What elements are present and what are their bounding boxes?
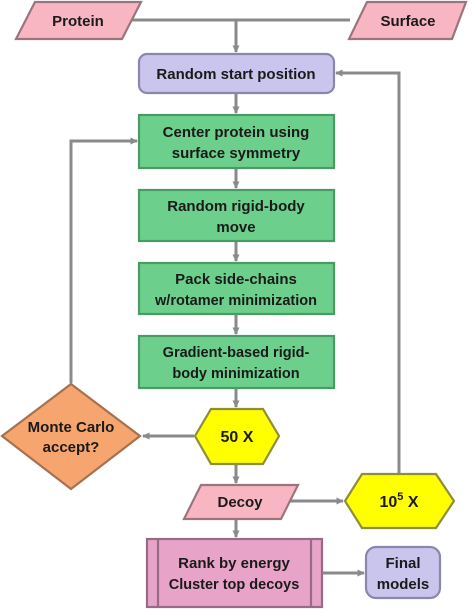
rank-cluster-label: Rank by energy: [178, 555, 290, 572]
final-models-node: Final models: [364, 545, 442, 600]
protein-input-node: Protein: [14, 0, 143, 41]
edges: [69, 18, 401, 577]
gradient-min-node: Gradient-based rigid- body minimization: [137, 334, 336, 390]
decoy-label: Decoy: [217, 494, 263, 511]
rank-cluster-label-line2: Cluster top decoys: [169, 577, 300, 593]
monte-carlo-node: Monte Carlo accept?: [0, 382, 142, 491]
pack-side-chains-label-line2: w/rotamer minimization: [154, 293, 317, 309]
loop-1e5-node: 105 X: [343, 472, 456, 530]
loop-1e5-suffix: X: [403, 494, 418, 511]
gradient-min-label-line2: body minimization: [172, 366, 299, 382]
gradient-min-label: Gradient-based rigid-: [163, 345, 310, 361]
edge-monte-carlo-to-center-protein: [69, 137, 138, 383]
final-models-shape: [364, 545, 442, 600]
loop-1e5-label: 105 X: [379, 491, 418, 511]
center-protein-shape: [137, 113, 336, 170]
monte-carlo-shape: [0, 382, 142, 491]
random-start-label: Random start position: [156, 66, 315, 83]
surface-input-node: Surface: [347, 0, 468, 41]
loop-50-shape: [193, 407, 281, 466]
rigid-body-move-label-line2: move: [216, 219, 255, 236]
center-protein-node: Center protein using surface symmetry: [137, 113, 336, 170]
surface-input-label: Surface: [380, 13, 435, 30]
edge-loop-1e5-to-random-start: [335, 69, 401, 473]
rigid-body-move-shape: [137, 188, 336, 243]
rank-cluster-node: Rank by energy Cluster top decoys: [145, 537, 324, 609]
monte-carlo-label: Monte Carlo: [28, 419, 115, 436]
loop-50-node: 50 X: [193, 407, 281, 466]
pack-side-chains-shape: [137, 261, 336, 316]
center-protein-label: Center protein using: [163, 124, 310, 141]
surface-input-shape: [347, 0, 468, 41]
protein-input-label: Protein: [52, 13, 104, 30]
decoy-node: Decoy: [182, 483, 300, 521]
final-models-label-line2: models: [377, 576, 430, 593]
random-start-shape: [137, 52, 336, 95]
pack-side-chains-label: Pack side-chains: [175, 271, 297, 288]
loop-1e5-shape: [343, 472, 456, 530]
gradient-min-shape: [137, 334, 336, 390]
final-models-label: Final: [385, 555, 420, 572]
rigid-body-move-label: Random rigid-body: [167, 198, 305, 215]
rigid-body-move-node: Random rigid-body move: [137, 188, 336, 243]
edge-protein-to-random-start: [130, 18, 240, 53]
pack-side-chains-node: Pack side-chains w/rotamer minimization: [137, 261, 336, 316]
center-protein-label-line2: surface symmetry: [172, 145, 301, 162]
loop-50-label: 50 X: [221, 429, 254, 446]
random-start-node: Random start position: [137, 52, 336, 95]
loop-1e5-exponent: 5: [397, 491, 403, 503]
rank-cluster-shape: [145, 537, 324, 609]
decoy-shape: [182, 483, 300, 521]
protein-input-shape: [14, 0, 143, 41]
loop-1e5-base: 10: [379, 494, 397, 511]
monte-carlo-label-line2: accept?: [43, 439, 100, 456]
